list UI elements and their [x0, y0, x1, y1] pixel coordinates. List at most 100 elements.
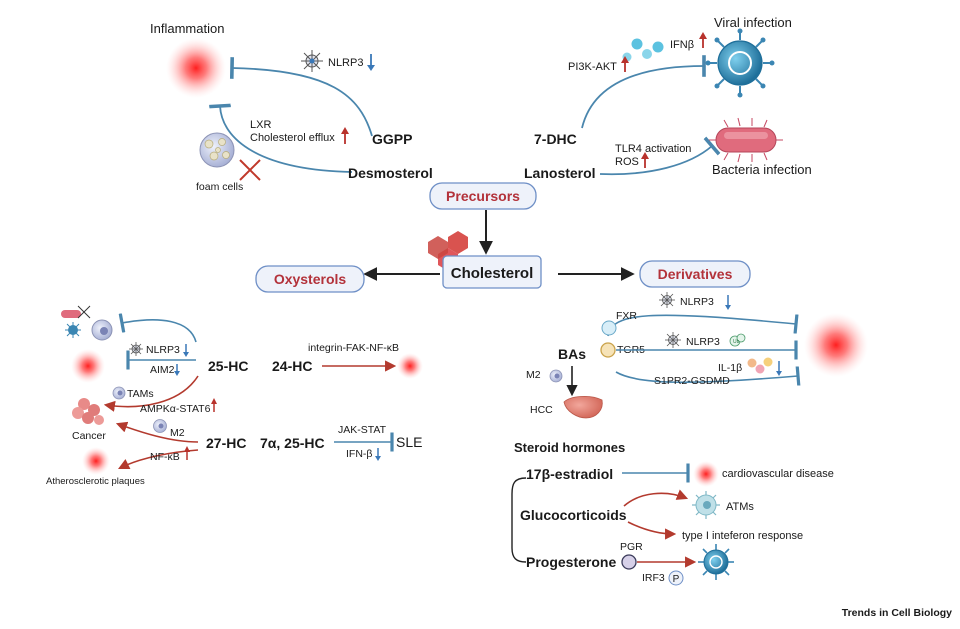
p-label: P: [673, 574, 680, 585]
7dhc-inhibit-line: [581, 55, 706, 129]
ros-label: ROS: [615, 156, 639, 168]
glucocorticoids-to-ifn-arrow: [627, 521, 677, 540]
svg-text:Ub: Ub: [733, 339, 740, 345]
ifnb-molecules-icon: [622, 38, 664, 62]
steroid-heading: Steroid hormones: [514, 440, 625, 455]
nlrp3-inflammasome-icon: [301, 50, 323, 72]
cardio-glow: [693, 461, 719, 487]
tams-cell-icon: [112, 386, 126, 400]
7a25hc-label: 7α, 25-HC: [260, 435, 325, 451]
25hc-label: 25-HC: [208, 358, 248, 374]
tgr5-receptor-icon: [600, 342, 616, 358]
down-arrow-icon: [725, 295, 731, 310]
progesterone-label: Progesterone: [526, 554, 616, 570]
bacteria-icon: [709, 117, 783, 163]
up-arrow-icon: [621, 56, 629, 72]
up-arrow-icon: [184, 446, 190, 460]
derivatives-inflammation-glow: [804, 313, 868, 377]
ampk-label: AMPKα-STAT6: [140, 403, 211, 415]
precursors-box: [429, 182, 537, 210]
27hc-to-plaques-arrow: [117, 449, 199, 470]
foam-cells-label: foam cells: [196, 181, 243, 193]
integrin-label: integrin-FAK-NF-κB: [308, 342, 399, 354]
pgr-label: PGR: [620, 541, 643, 553]
foam-cell-icon: [199, 132, 235, 168]
bas-label: BAs: [558, 346, 586, 362]
inflammation-glow: [166, 38, 226, 98]
fxr-label: FXR: [616, 310, 637, 322]
fxr-receptor-icon: [601, 320, 617, 336]
virus-small-icon: [65, 322, 81, 338]
irf3-label: IRF3: [642, 572, 665, 584]
derivatives-box: [639, 260, 751, 288]
down-arrow-icon: [776, 361, 782, 376]
25hc-to-cancer-arrow: [103, 375, 199, 412]
up-arrow-icon: [341, 127, 349, 144]
glucocorticoids-label: Glucocorticoids: [520, 507, 627, 523]
viral-infection-label: Viral infection: [714, 15, 792, 30]
aim2-label: AIM2: [150, 364, 175, 376]
atms-cell-icon: [692, 491, 720, 519]
lanosterol-inhibit-line: [599, 136, 721, 176]
down-arrow-icon: [375, 448, 381, 461]
derivatives-label: Derivatives: [658, 266, 733, 282]
oxysterols-label: Oxysterols: [274, 271, 347, 287]
inflammation-glow-small: [71, 349, 105, 383]
ifnb-label: IFNβ: [670, 39, 694, 51]
cholesterol-box: [442, 255, 542, 289]
lanosterol-label: Lanosterol: [524, 165, 596, 181]
cholesterol-efflux-label: Cholesterol efflux: [250, 132, 335, 144]
steroid-bracket: [511, 477, 527, 563]
desmosterol-inhibit-line: [209, 103, 353, 173]
il1b-molecules-icon: [747, 357, 773, 374]
tlr4-label: TLR4 activation: [615, 143, 691, 155]
cholesterol-label: Cholesterol: [451, 265, 534, 282]
il1b-label: IL-1β: [718, 362, 742, 374]
m2-cell-icon: [549, 369, 563, 383]
pi3k-akt-label: PI3K-AKT: [568, 61, 617, 73]
down-arrow-icon: [183, 344, 189, 357]
glucocorticoids-to-atms-arrow: [623, 489, 689, 507]
inflammation-label: Inflammation: [150, 21, 224, 36]
plaques-glow: [82, 447, 110, 475]
der-nlrp3-a-label: NLRP3: [680, 296, 714, 308]
up-arrow-icon: [641, 152, 649, 168]
precursors-label: Precursors: [446, 188, 520, 204]
liver-icon: [563, 396, 603, 419]
estradiol-label: 17β-estradiol: [526, 466, 613, 482]
cancer-cells-icon: [72, 398, 104, 425]
tams-label: TAMs: [127, 388, 154, 400]
desmosterol-label: Desmosterol: [348, 165, 433, 181]
jak-stat-label: JAK-STAT: [338, 424, 387, 436]
bacteria-infection-label: Bacteria infection: [712, 162, 812, 177]
virus-icon: [705, 28, 775, 98]
27hc-to-cancer-arrow: [115, 421, 199, 443]
der-m2-label: M2: [526, 369, 541, 381]
nlrp3-inflammasome-icon: [659, 292, 675, 308]
nlrp3-inflammasome-icon: [665, 332, 681, 348]
up-arrow-icon: [699, 32, 707, 48]
phospho-icon: [668, 570, 684, 586]
cancer-label: Cancer: [72, 430, 106, 442]
24hc-inflammation-glow: [397, 353, 423, 379]
pgr-receptor-icon: [621, 554, 637, 570]
macrophage-icon: [91, 319, 113, 341]
s1pr2-label: S1PR2-GSDMD: [654, 375, 730, 387]
oxy-nlrp3-label: NLRP3: [146, 344, 180, 356]
virus-icon: [698, 544, 734, 580]
bas-inhibit-line: [615, 366, 801, 386]
nlrp3-label: NLRP3: [328, 57, 363, 69]
m2-cell-icon: [153, 419, 167, 433]
cross-icon: [239, 159, 261, 181]
25hc-inhibit-infection-line: [118, 313, 197, 343]
nlrp3-inflammasome-icon: [129, 342, 143, 356]
atherosclerotic-plaques-label: Atherosclerotic plaques: [46, 476, 145, 487]
oxy-m2-label: M2: [170, 427, 185, 439]
7dhc-label: 7-DHC: [534, 131, 577, 147]
nfkb-label: NF-κB: [150, 451, 180, 463]
down-arrow-icon: [367, 54, 375, 71]
lxr-label: LXR: [250, 119, 271, 131]
bacteria-blocked-icon: [61, 305, 91, 319]
